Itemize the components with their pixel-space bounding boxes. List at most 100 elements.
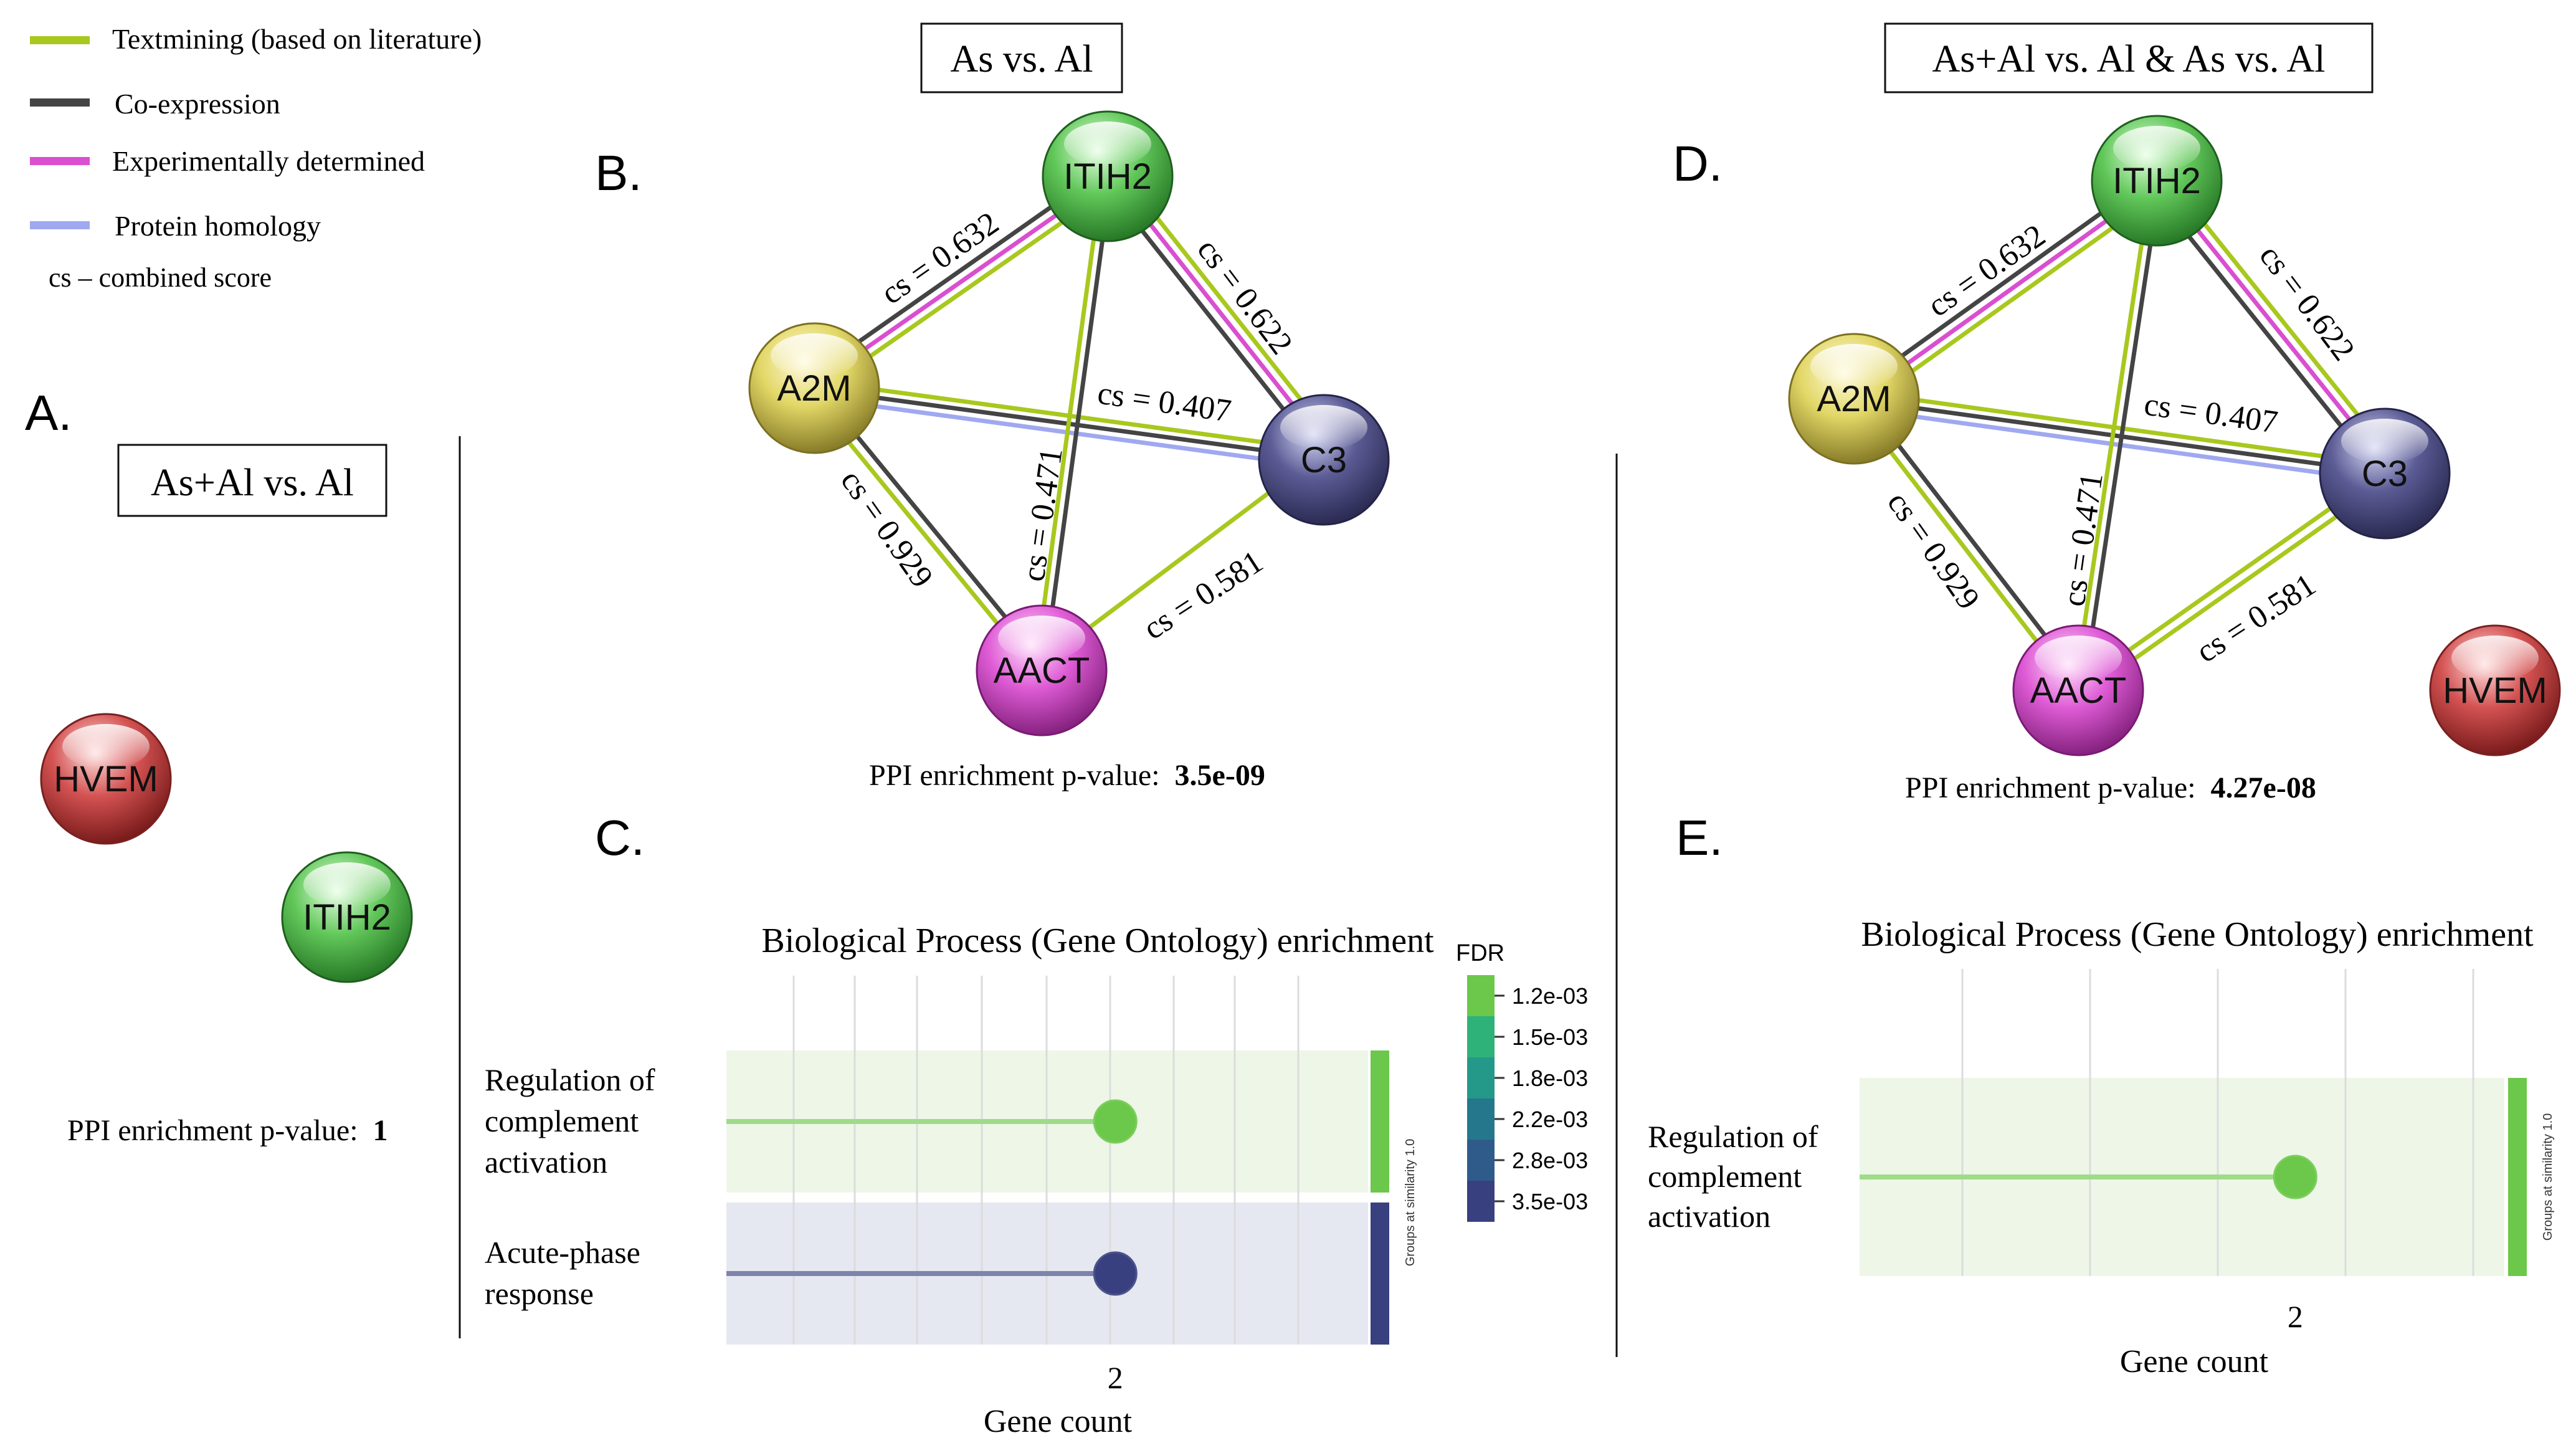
lollipop-dot <box>1093 1099 1138 1144</box>
edge-d-aact-c3-label: cs = 0.581 <box>2190 567 2322 670</box>
chart-c-plot: Regulation of complement activationAcute-p… <box>485 976 1417 1395</box>
category-label-line: activation <box>485 1145 607 1179</box>
lollipop-dot <box>2273 1155 2317 1199</box>
chart-e-plot: Regulation of complement activation Groups … <box>1648 969 2555 1334</box>
node-label-itih2-d: ITIH2 <box>2113 161 2201 201</box>
node-label-itih2-a: ITIH2 <box>303 897 391 938</box>
chart-c-xlabel: Gene count <box>984 1404 1133 1439</box>
legend-swatch-homology <box>30 221 90 229</box>
legend-label-experimental: Experimentally determined <box>112 145 425 177</box>
fdr-tick-label: 1.5e-03 <box>1512 1024 1588 1050</box>
lollipop-dot <box>1093 1251 1138 1296</box>
edge-b-aact-c3-label: cs = 0.581 <box>1137 544 1269 647</box>
panel-a-title-box <box>117 444 387 517</box>
panel-c-letter: C. <box>595 810 645 865</box>
panel-b-ppi-label: PPI enrichment p-value: <box>869 759 1160 792</box>
node-c3-b: C3 <box>1258 394 1390 526</box>
legend-label-homology: Protein homology <box>115 210 321 242</box>
fdr-tick-label: 3.5e-03 <box>1512 1189 1588 1214</box>
node-aact-b: AACT <box>976 604 1108 736</box>
legend-swatch-textmining <box>30 36 90 44</box>
panel-b-title: As vs. Al <box>950 38 1093 80</box>
fdr-tick-label: 1.2e-03 <box>1512 983 1588 1009</box>
panel-a-letter: A. <box>25 385 72 441</box>
category-label: Regulation of complement activation <box>485 1062 655 1179</box>
node-a2m-d: A2M <box>1788 333 1920 465</box>
fdr-swatch <box>1467 1140 1495 1181</box>
node-itih2-b: ITIH2 <box>1042 110 1174 242</box>
panel-d-title-box <box>1884 22 2374 93</box>
node-label-a2m-b: A2M <box>777 368 851 409</box>
legend-swatch-experimental <box>30 157 90 165</box>
panel-b-ppi: PPI enrichment p-value: 3.5e-09 <box>869 759 1265 792</box>
x-tick-label: 2 <box>1108 1360 1123 1395</box>
fdr-swatch <box>1467 1098 1495 1140</box>
fdr-swatch <box>1467 975 1495 1016</box>
node-label-hvem-d: HVEM <box>2443 670 2547 711</box>
edge-b-aact-itih2 <box>1033 177 1113 670</box>
category-label-line: response <box>485 1276 594 1311</box>
node-hvem-a: HVEM <box>40 713 172 845</box>
fdr-swatch <box>1467 1181 1495 1222</box>
panel-a-title: As+Al vs. Al <box>151 462 354 504</box>
node-itih2-a: ITIH2 <box>281 851 413 983</box>
category-label-line: activation <box>1648 1199 1770 1234</box>
category-label: Regulation of complement activation <box>1648 1119 1818 1234</box>
legend-note: cs – combined score <box>49 262 272 293</box>
chart-e-xlabel: Gene count <box>2120 1344 2269 1379</box>
panel-d-ppi-value: 4.27e-08 <box>2211 771 2316 804</box>
groups-side-label: Groups at similarity 1.0 <box>1404 1139 1417 1267</box>
category-label-line: Acute-phase <box>485 1235 640 1270</box>
fdr-tick-label: 1.8e-03 <box>1512 1065 1588 1091</box>
chart-c-fdr-legend: FDR 1.2e-031.5e-031.8e-032.2e-032.8e-033… <box>1456 940 1588 1222</box>
panel-b-title-box <box>920 22 1123 93</box>
node-c3-d: C3 <box>2319 407 2451 540</box>
x-tick-label: 2 <box>2288 1299 2303 1334</box>
panel-d-title: As+Al vs. Al & As vs. Al <box>1932 38 2326 80</box>
groups-side-label: Groups at similarity 1.0 <box>2541 1113 2555 1241</box>
panel-d-letter: D. <box>1673 136 1723 191</box>
node-label-hvem-a: HVEM <box>54 759 158 799</box>
category-label-line: complement <box>1648 1159 1802 1194</box>
panel-a-ppi-value: 1 <box>373 1114 388 1147</box>
legend-swatch-coexpression <box>30 98 90 107</box>
node-label-itih2-b: ITIH2 <box>1063 156 1152 197</box>
edge-d-aact-itih2-label: cs = 0.471 <box>2056 470 2109 608</box>
legend-label-textmining: Textmining (based on literature) <box>112 23 482 55</box>
edge-b-aact-itih2-label: cs = 0.471 <box>1015 445 1069 583</box>
node-a2m-b: A2M <box>748 322 880 454</box>
group-bar <box>2508 1078 2527 1276</box>
panel-a-ppi: PPI enrichment p-value: 1 <box>67 1114 388 1147</box>
panel-d-ppi: PPI enrichment p-value: 4.27e-08 <box>1905 771 2316 804</box>
fdr-swatch <box>1467 1057 1495 1098</box>
panel-e-letter: E. <box>1676 810 1723 865</box>
node-label-c3-d: C3 <box>2362 454 2408 494</box>
panel-b: B. As vs. Al <box>595 22 1390 792</box>
network-b-edges <box>806 166 1333 672</box>
node-itih2-d: ITIH2 <box>2091 115 2223 247</box>
node-label-aact-d: AACT <box>2030 670 2127 711</box>
chart-e-title: Biological Process (Gene Ontology) enric… <box>1861 915 2534 954</box>
category-label-line: Regulation of <box>485 1062 655 1097</box>
network-d-edges <box>1853 173 2395 697</box>
node-aact-d: AACT <box>2012 624 2144 756</box>
panel-a: A. As+Al vs. Al HVEM ITIH2 PPI enrichmen… <box>25 385 413 1147</box>
edge-d-a2m-c3 <box>1862 390 2385 484</box>
panel-e: E. Biological Process (Gene Ontology) en… <box>1648 810 2555 1379</box>
fdr-swatch <box>1467 1016 1495 1057</box>
node-label-a2m-d: A2M <box>1817 379 1891 419</box>
panel-c: C. Biological Process (Gene Ontology) en… <box>485 810 1588 1439</box>
category-label-line: Regulation of <box>1648 1119 1818 1154</box>
group-bar <box>1371 1203 1389 1345</box>
panel-b-ppi-value: 3.5e-09 <box>1175 759 1265 792</box>
chart-c-title: Biological Process (Gene Ontology) enric… <box>761 922 1434 960</box>
edge-legend: Textmining (based on literature) Co-expr… <box>30 23 482 293</box>
panel-a-ppi-label: PPI enrichment p-value: <box>67 1114 358 1147</box>
legend-label-coexpression: Co-expression <box>115 88 280 120</box>
edge-b-a2m-aact-label: cs = 0.929 <box>834 464 939 594</box>
category-label-line: complement <box>485 1103 639 1138</box>
panel-b-letter: B. <box>595 145 642 201</box>
panel-d-ppi-label: PPI enrichment p-value: <box>1905 771 2196 804</box>
panel-d: D. As+Al vs. Al & As vs. Al <box>1673 22 2561 804</box>
